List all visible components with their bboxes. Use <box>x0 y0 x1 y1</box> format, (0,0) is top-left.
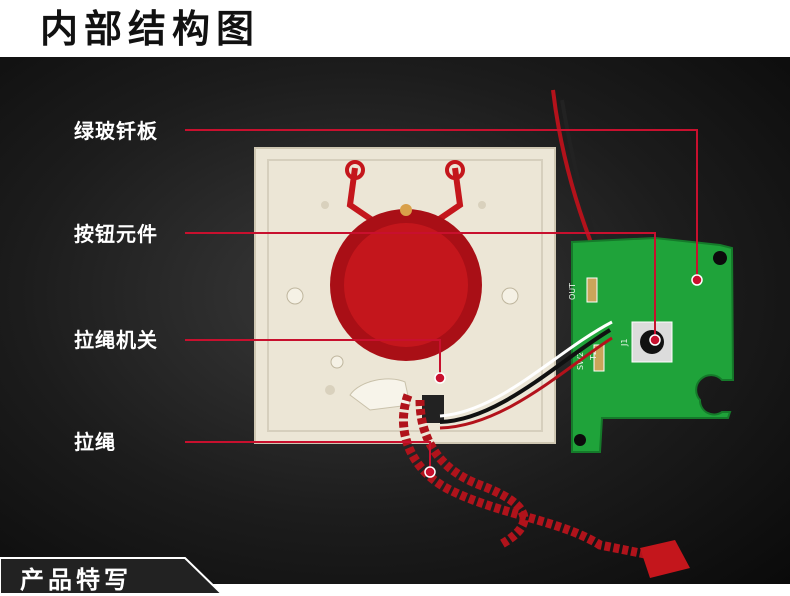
section-title: 产品特写 <box>20 566 132 594</box>
internal-structure-illustration: OUT SW2 T2 J1 <box>185 89 735 578</box>
pull-cord <box>398 393 651 560</box>
leader-dots <box>424 274 703 478</box>
page-title: 内部结构图 <box>40 7 261 51</box>
black-wire <box>560 99 600 251</box>
product-photo: OUT SW2 T2 J1 <box>0 57 790 584</box>
header: 内部结构图 <box>0 0 790 57</box>
pcb-t2-label: T2 <box>589 350 598 361</box>
label-pull-cord: 拉绳 <box>74 430 116 454</box>
wire-white <box>439 320 613 418</box>
label-pull-switch: 拉绳机关 <box>74 328 158 352</box>
label-button-element: 按钮元件 <box>74 222 158 246</box>
green-pcb-board: OUT SW2 T2 J1 <box>568 236 735 453</box>
wire-black <box>439 328 612 424</box>
leader-lines <box>185 129 698 472</box>
pcb-j1-label: J1 <box>620 339 629 347</box>
pcb-out-label: OUT <box>568 283 577 300</box>
pull-cord-weight <box>640 540 690 578</box>
red-knob <box>330 160 482 361</box>
label-green-pcb: 绿玻钎板 <box>74 119 158 143</box>
wire-red <box>439 336 613 430</box>
pull-cord-loop <box>415 399 529 549</box>
